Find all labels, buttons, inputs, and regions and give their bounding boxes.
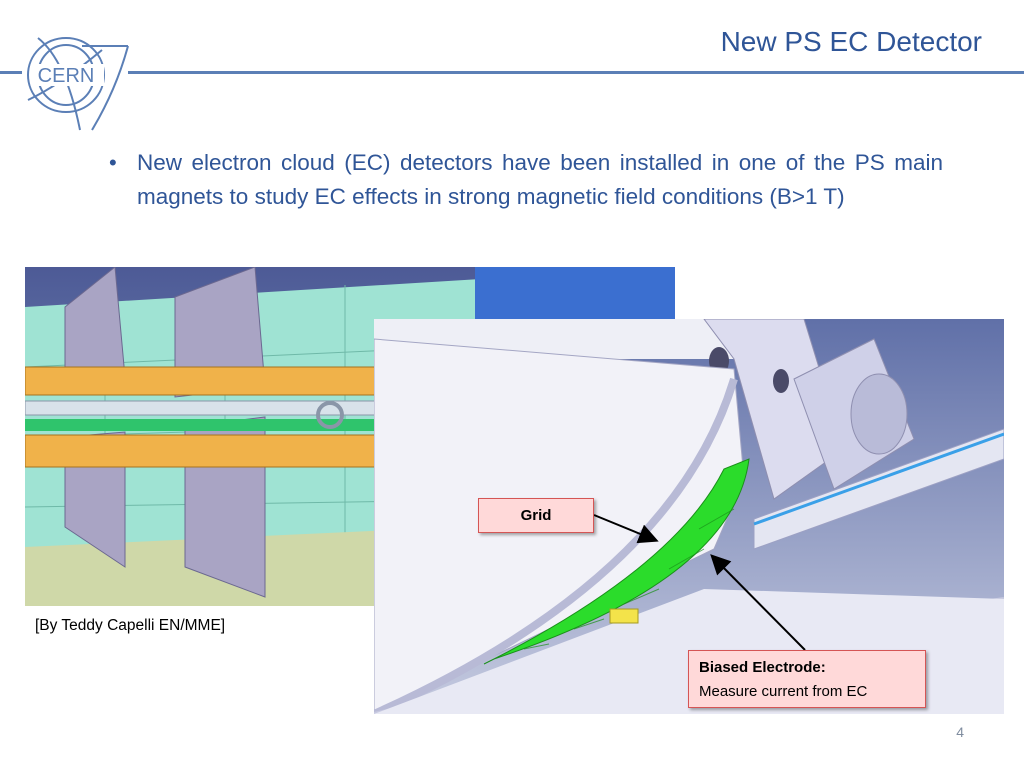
electrode-callout: Biased Electrode: Measure current from E… — [688, 650, 926, 708]
slide-title: New PS EC Detector — [720, 26, 982, 57]
cern-logo-text: CERN — [38, 65, 95, 87]
bullet-marker: • — [109, 150, 117, 175]
image-credit: [By Teddy Capelli EN/MME] — [35, 617, 226, 634]
cern-logo: CERN — [27, 37, 129, 131]
grid-label: Grid — [520, 507, 552, 524]
header-rule-left — [0, 71, 22, 74]
bullet-text: New electron cloud (EC) detectors have b… — [137, 150, 943, 209]
electrode-title: Biased Electrode: — [699, 659, 826, 676]
page-number: 4 — [956, 724, 964, 740]
detector-detail-render — [374, 319, 1004, 714]
electrode-description: Measure current from EC — [699, 683, 868, 700]
header-rule-right — [128, 71, 1024, 74]
grid-callout: Grid — [478, 498, 594, 533]
bullet-point: • New electron cloud (EC) detectors have… — [109, 146, 943, 214]
